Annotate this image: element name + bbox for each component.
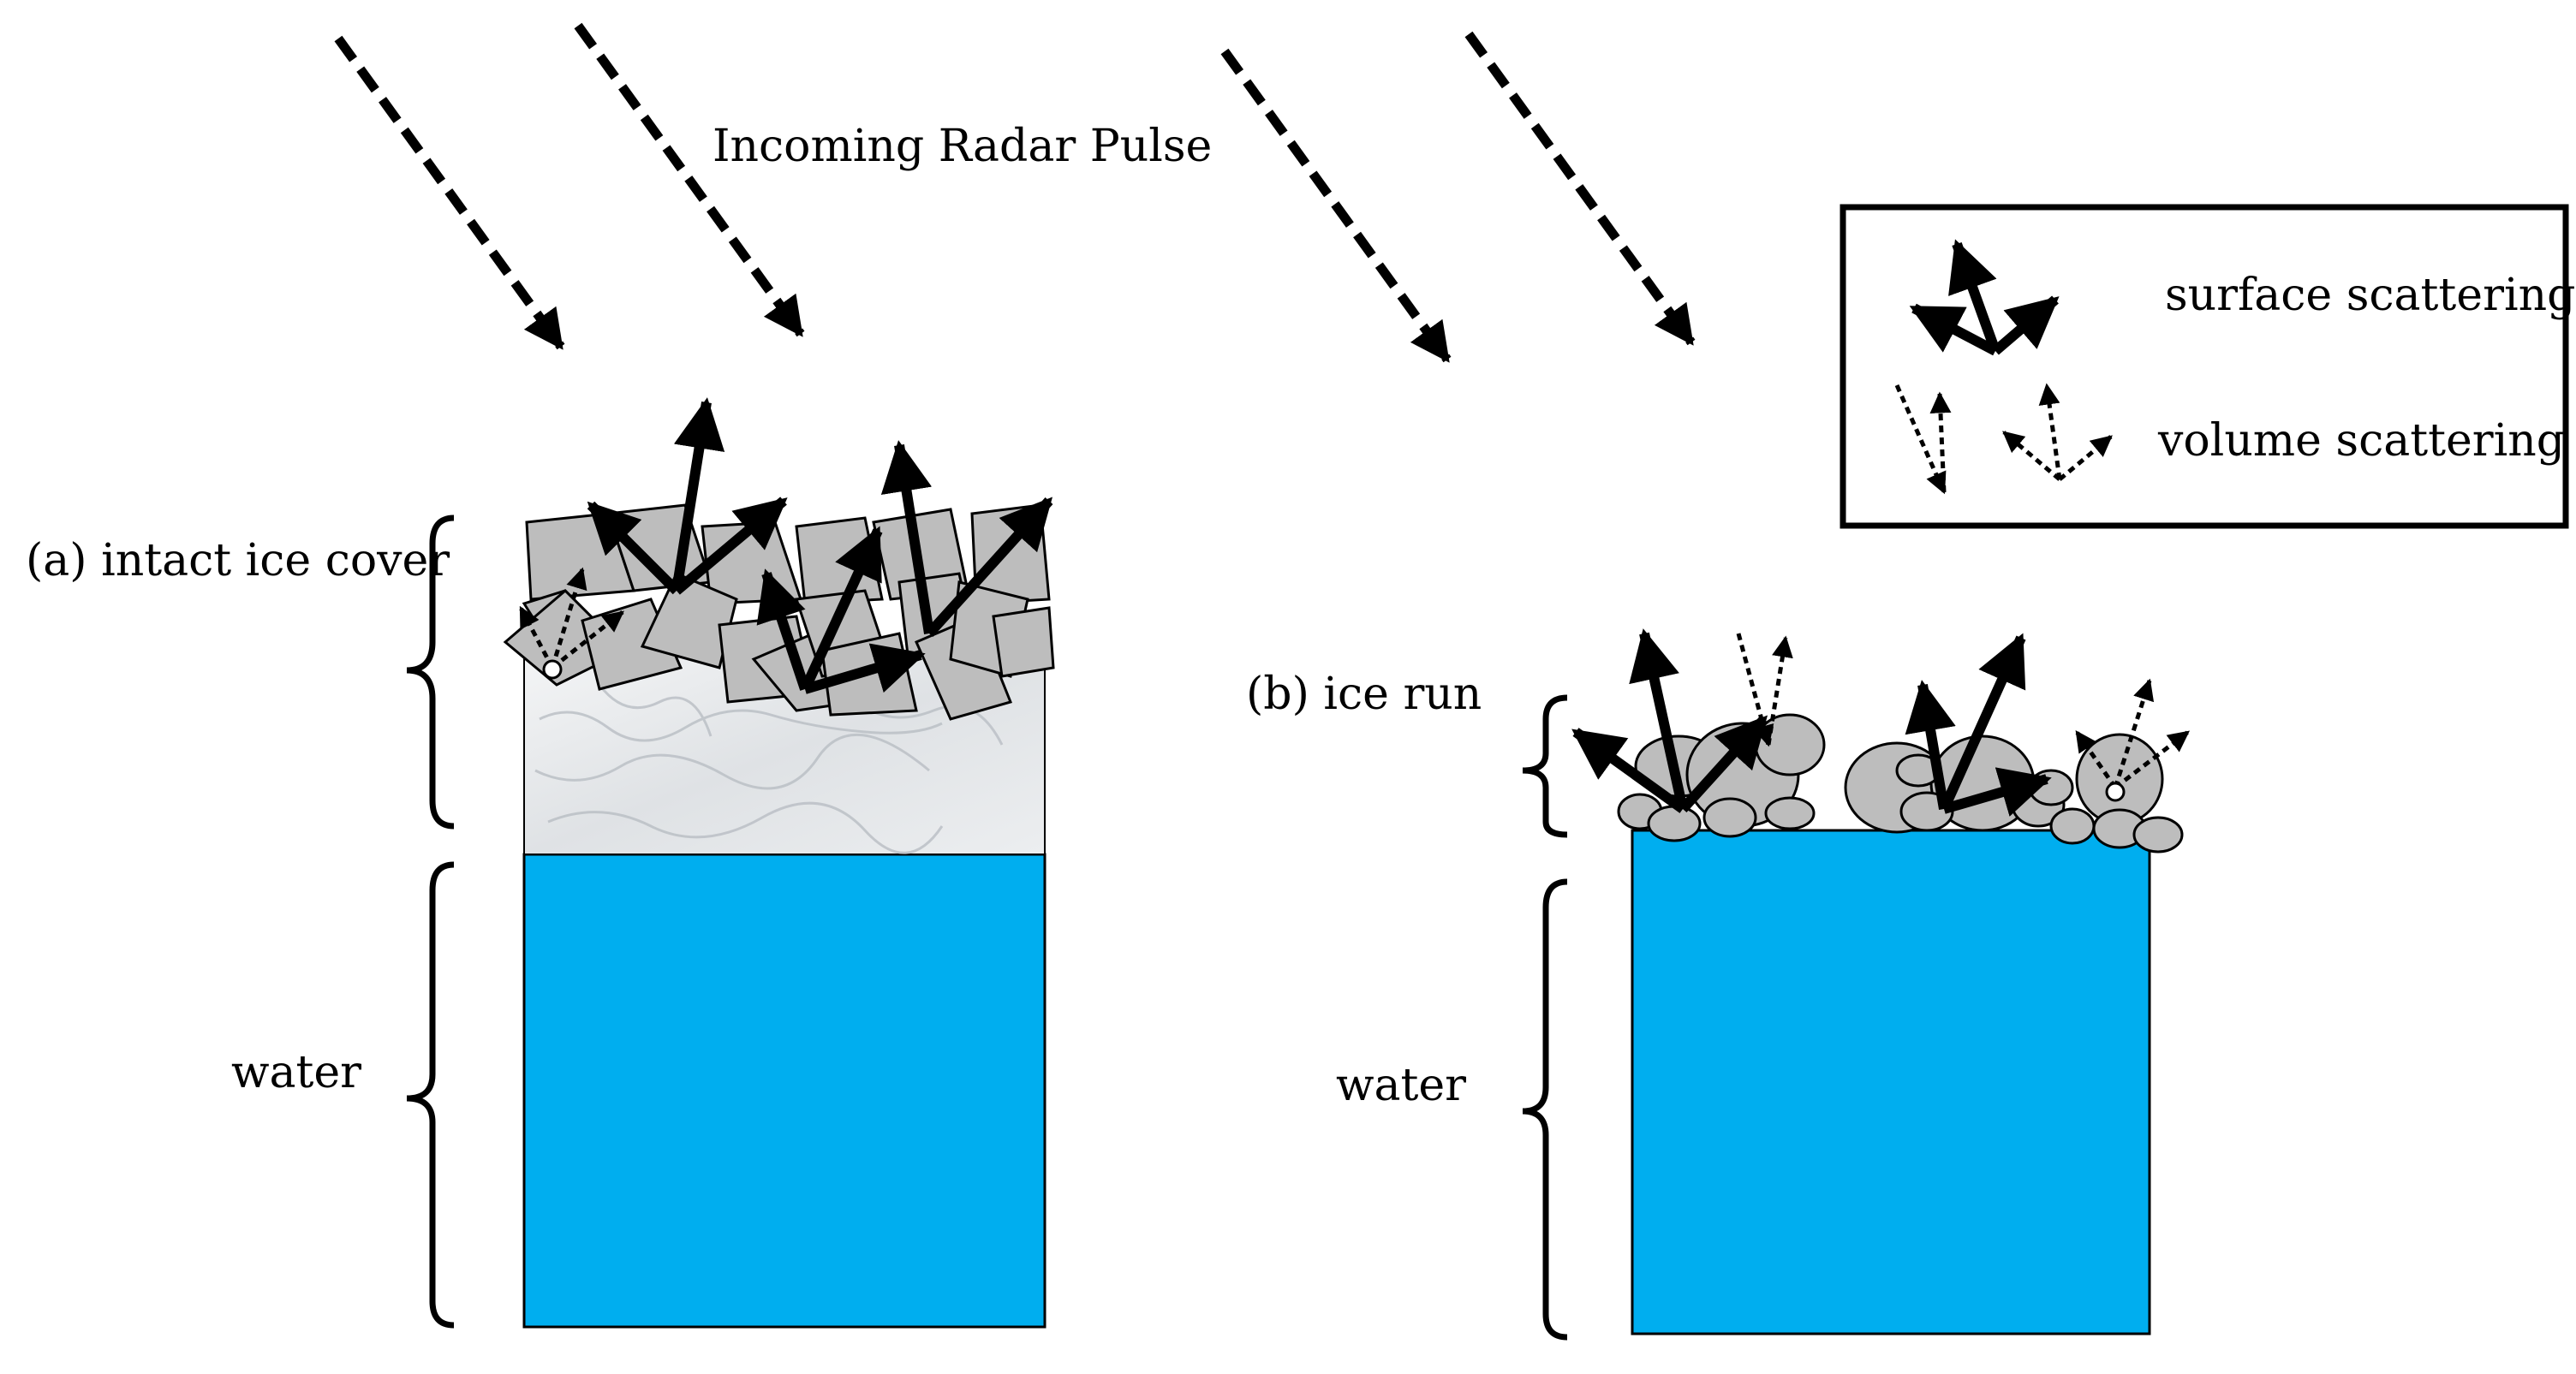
radar-arrow-4 (1464, 31, 1696, 346)
water-label-a: water (231, 1047, 361, 1098)
scatterer-b (2105, 782, 2126, 802)
legend-volume-label: volume scattering (2157, 415, 2565, 467)
panel-a: (a) intact ice cover water (26, 397, 1055, 1329)
brace-ice-a (406, 515, 455, 830)
water-column-a (522, 853, 1046, 1329)
surface-scatter-b (1571, 628, 2052, 817)
panel-b: (b) ice run water (1246, 628, 2190, 1341)
incoming-radar-arrows (334, 22, 1696, 363)
water-label-b: water (1336, 1060, 1466, 1111)
legend-surface-icon (1909, 239, 2060, 356)
legend-surface-label: surface scattering (2165, 270, 2575, 321)
radar-arrow-1 (334, 35, 565, 350)
surface-scatter-a (587, 397, 1053, 694)
volume-scatter-a (518, 567, 624, 669)
legend-volume-icon (1894, 383, 2113, 495)
brace-water-a (406, 861, 455, 1329)
brace-ice-b (1522, 694, 1568, 838)
legend-box (1840, 204, 2569, 529)
radar-arrow-2 (574, 22, 805, 337)
ice-cover-label: (a) intact ice cover (26, 535, 450, 586)
ice-run-label: (b) ice run (1246, 669, 1482, 720)
incoming-radar-label: Incoming Radar Pulse (713, 121, 1212, 172)
ice-texture (534, 684, 1004, 854)
scatterer-a (542, 659, 563, 680)
brace-water-b (1522, 878, 1568, 1341)
water-column-b (1631, 829, 2151, 1335)
radar-arrow-3 (1220, 48, 1452, 363)
legend: surface scattering volume scattering (1840, 204, 2575, 529)
volume-scatter-b (1736, 633, 2190, 789)
